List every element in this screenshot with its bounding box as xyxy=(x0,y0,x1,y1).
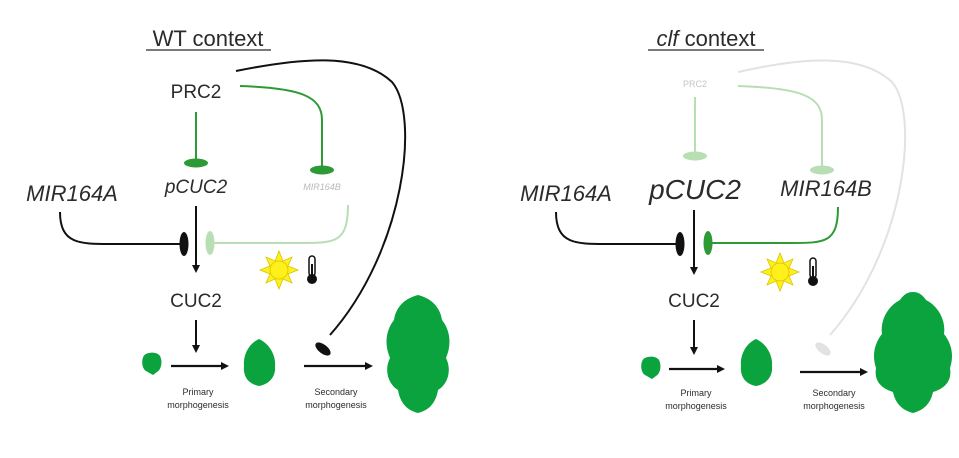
leaf-icon xyxy=(142,352,162,375)
secondary-label-line1: Secondary xyxy=(314,387,358,397)
mir164b-to-cuc2-inhibition xyxy=(214,204,349,244)
wt-context-title: WT context xyxy=(153,26,264,51)
pcuc2-inhibition-cap xyxy=(683,151,707,161)
cuc2-label: CUC2 xyxy=(668,291,720,312)
pcuc2-label: pCUC2 xyxy=(164,177,228,198)
leaf-icon xyxy=(740,339,773,386)
secondary-label-line2: morphogenesis xyxy=(803,401,865,411)
mir164a-to-cuc2-inhibition xyxy=(555,211,676,245)
mir164b-inhibition-cap-cuc2 xyxy=(205,231,215,255)
thermometer-icon xyxy=(307,255,317,284)
leaf-icon xyxy=(243,339,276,386)
wt-context-panel: WT context PRC2 pCUC2 MIR164B MIR164A xyxy=(26,26,450,413)
clf-title-rest: context xyxy=(678,26,755,51)
pcuc2-label: pCUC2 xyxy=(648,174,741,205)
mir164a-label: MIR164A xyxy=(520,181,612,206)
prc2-to-mir164b-inhibition xyxy=(737,85,823,166)
mir164b-inhibition-cap xyxy=(810,165,834,175)
thermometer-icon xyxy=(808,257,818,286)
mir164b-inhibition-cap-cuc2 xyxy=(703,231,713,255)
sun-icon xyxy=(759,251,801,293)
mir164b-label: MIR164B xyxy=(780,176,872,201)
prc2-label: PRC2 xyxy=(171,82,222,103)
primary-label-line2: morphogenesis xyxy=(665,401,727,411)
secondary-label-line2: morphogenesis xyxy=(305,400,367,410)
mir164a-inhibition-cap xyxy=(675,232,685,256)
pcuc2-inhibition-cap xyxy=(184,158,208,168)
cuc2-label: CUC2 xyxy=(170,291,222,312)
mir164a-to-cuc2-inhibition xyxy=(59,211,180,245)
leaf-icon xyxy=(641,356,661,379)
mir164b-to-cuc2-inhibition xyxy=(712,206,839,244)
primary-label-line1: Primary xyxy=(681,388,712,398)
primary-label-line1: Primary xyxy=(183,387,214,397)
clf-context-panel: clf context PRC2 pCUC2 MIR164B MIR164A C… xyxy=(520,26,952,413)
mir164b-inhibition-cap xyxy=(310,165,334,175)
leaf-icon xyxy=(874,292,952,413)
secondary-inhibition-cap xyxy=(815,342,831,356)
leaf-icon xyxy=(386,295,450,413)
primary-label-line2: morphogenesis xyxy=(167,400,229,410)
prc2-to-secondary-inhibition xyxy=(737,59,907,336)
sun-icon xyxy=(258,249,300,291)
prc2-to-mir164b-inhibition xyxy=(239,85,323,166)
prc2-label: PRC2 xyxy=(683,79,707,89)
mir164a-inhibition-cap xyxy=(179,232,189,256)
clf-title-italic: clf xyxy=(656,26,681,51)
mir164b-label: MIR164B xyxy=(303,182,341,192)
secondary-inhibition-cap xyxy=(315,342,331,356)
secondary-label-line1: Secondary xyxy=(812,388,856,398)
prc2-to-secondary-inhibition xyxy=(235,59,407,336)
mir164a-label: MIR164A xyxy=(26,181,118,206)
clf-context-title: clf context xyxy=(656,26,755,51)
